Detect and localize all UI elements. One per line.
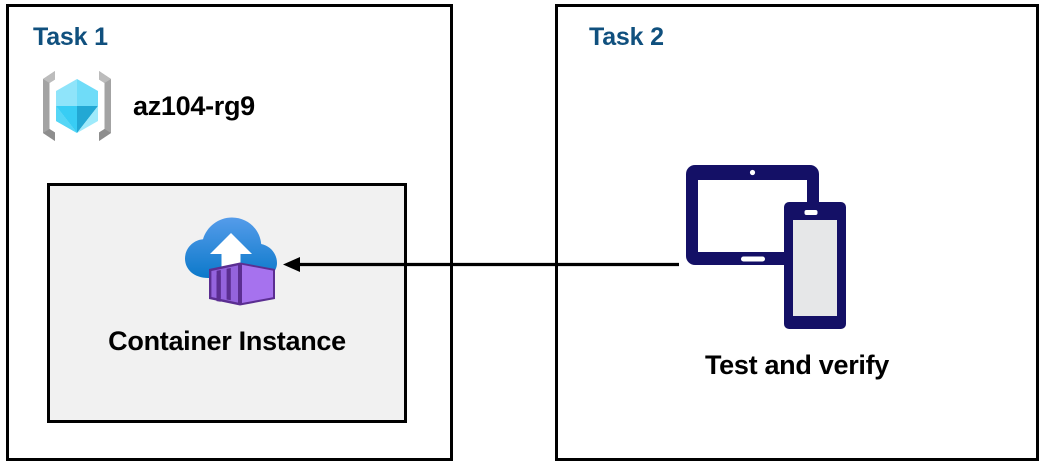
panel-title-task-2: Task 2 xyxy=(589,23,664,51)
panel-task-1: Task 1 xyxy=(6,4,453,461)
test-and-verify-label: Test and verify xyxy=(704,350,890,380)
arrow-task2-to-task1 xyxy=(283,257,679,272)
panel-title-task-1: Task 1 xyxy=(33,23,108,51)
resource-group-row: az104-rg9 xyxy=(37,67,255,145)
azure-resource-group-icon xyxy=(43,71,111,141)
container-instance-label: Container Instance xyxy=(108,326,346,356)
tablet-and-phone-icon xyxy=(686,165,846,329)
resource-group-label: az104-rg9 xyxy=(133,90,255,121)
azure-container-instance-icon xyxy=(185,217,277,306)
container-instance-box: Container Instance xyxy=(47,183,407,423)
